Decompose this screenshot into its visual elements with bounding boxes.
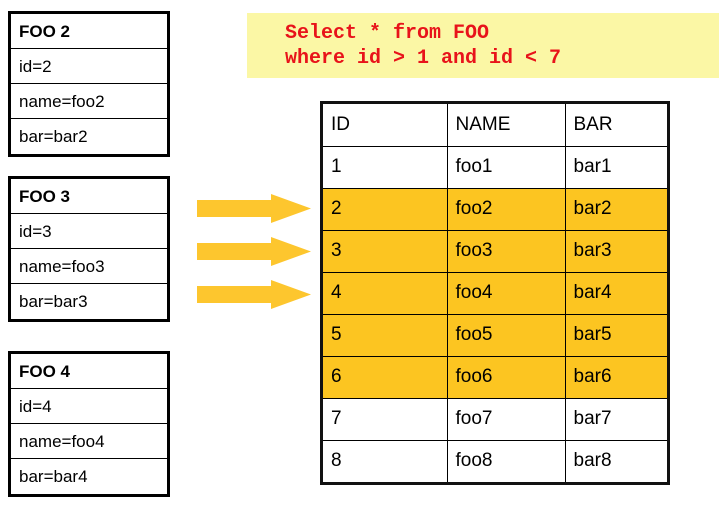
column-header-name: NAME [447,104,566,147]
column-header-bar: BAR [565,104,667,147]
cell-bar: bar3 [565,230,667,273]
cell-id: 3 [323,230,448,273]
table-row: 2 foo2 bar2 [323,188,667,231]
record-card-foo3: FOO 3 id=3 name=foo3 bar=bar3 [8,176,170,322]
record-field-name: name=foo4 [11,424,167,459]
record-field-id: id=2 [11,49,167,84]
record-card-foo2: FOO 2 id=2 name=foo2 bar=bar2 [8,11,170,157]
record-card-title: FOO 2 [11,14,167,49]
cell-id: 7 [323,398,448,441]
cell-id: 1 [323,146,448,189]
cell-name: foo3 [447,230,566,273]
record-field-bar: bar=bar4 [19,467,88,486]
sql-query-box: Select * from FOO where id > 1 and id < … [247,13,719,78]
record-field-id: id=4 [11,389,167,424]
cell-id: 5 [323,314,448,357]
table-row: 1 foo1 bar1 [323,146,667,189]
record-card-title: FOO 4 [11,354,167,389]
cell-name: foo1 [447,146,566,189]
table-header-row: ID NAME BAR [323,104,667,147]
table-row: 7 foo7 bar7 [323,398,667,441]
table-row: 6 foo6 bar6 [323,356,667,399]
cell-name: foo5 [447,314,566,357]
cell-bar: bar1 [565,146,667,189]
column-header-id: ID [323,104,448,147]
cell-id: 4 [323,272,448,315]
cell-name: foo2 [447,188,566,231]
right-arrow-icon [197,237,311,266]
sql-query-line-2: where id > 1 and id < 7 [285,47,562,70]
cell-name: foo4 [447,272,566,315]
results-table: ID NAME BAR 1 foo1 bar1 2 foo2 bar2 3 fo… [320,101,670,485]
cell-bar: bar6 [565,356,667,399]
record-field-id: id=3 [11,214,167,249]
record-card-foo4: FOO 4 id=4 name=foo4 bar=bar4 [8,351,170,497]
record-field-bar: bar=bar2 [19,127,88,146]
table-row: 3 foo3 bar3 [323,230,667,273]
table-row: 8 foo8 bar8 [323,440,667,482]
cell-bar: bar7 [565,398,667,441]
right-arrow-icon [197,280,311,309]
cell-name: foo6 [447,356,566,399]
cell-name: foo7 [447,398,566,441]
cell-bar: bar5 [565,314,667,357]
table-row: 4 foo4 bar4 [323,272,667,315]
record-field-bar: bar=bar3 [19,292,88,311]
cell-id: 2 [323,188,448,231]
table-row: 5 foo5 bar5 [323,314,667,357]
record-field-name: name=foo3 [11,249,167,284]
sql-query-line-1: Select * from FOO [285,22,490,45]
cell-id: 8 [323,440,448,482]
cell-id: 6 [323,356,448,399]
cell-name: foo8 [447,440,566,482]
record-field-name: name=foo2 [11,84,167,119]
right-arrow-icon [197,194,311,223]
cell-bar: bar2 [565,188,667,231]
cell-bar: bar8 [573,450,612,472]
cell-bar: bar4 [565,272,667,315]
record-card-title: FOO 3 [11,179,167,214]
